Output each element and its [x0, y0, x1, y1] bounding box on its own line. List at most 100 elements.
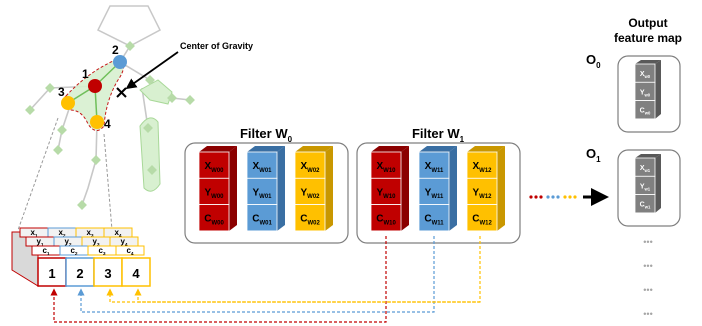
filter-w0-col2-cell2-label: CW02 — [300, 214, 320, 227]
input-label-mid_labels-4: y4 — [120, 237, 127, 248]
filter-w1-col1-cell1-label-letter: Y — [425, 187, 432, 198]
input-cell-number-3: 3 — [104, 266, 111, 281]
filter-w1-col1-cell0-label-letter: X — [425, 161, 432, 172]
output-ellipsis-2: ••• — [643, 261, 652, 271]
filter-w0-title: Filter W0 — [240, 126, 293, 144]
input-label-low_labels-1-letter: c — [42, 246, 47, 255]
output-map-o0-cell1-label-sub: w0 — [644, 92, 651, 97]
output-map-o1-cell1-label-letter: Y — [640, 183, 645, 190]
joint-label-1: 1 — [82, 67, 89, 81]
filter-w0-col1-cell0 — [246, 151, 278, 179]
filter-w0-col2-side — [325, 146, 333, 231]
output-map-o1-side — [655, 154, 661, 213]
filter-w0-col1-cell1-label-sub: W01 — [259, 194, 272, 200]
cog-pointer-arrow — [125, 51, 179, 90]
output-map-o0-cell2-label-sub: w0 — [644, 111, 651, 116]
filter-w1-col0-cell0-label-sub: W10 — [383, 168, 396, 174]
filter-w0-col1-cell2-label: CW01 — [252, 214, 272, 227]
input-cell-number-2: 2 — [76, 266, 83, 281]
output-map-o1-cell1-label-sub: w1 — [644, 186, 651, 191]
filter-w0-col1-cell0-label-letter: X — [252, 161, 259, 172]
input-label-low_labels-4-sub: 4 — [131, 251, 134, 257]
filter-w0-col0-cell2-label: CW00 — [204, 214, 224, 227]
input-label-top_labels-3-letter: x — [86, 228, 91, 237]
input-label-mid_labels-1: y1 — [36, 237, 43, 248]
input-label-low_labels-3-sub: 3 — [103, 251, 106, 257]
filter-w0-col1-cell1 — [246, 177, 278, 206]
skeleton-highlight-arm — [139, 79, 173, 105]
filter-w1-col0-cell1 — [370, 177, 402, 206]
filter-w1-col1-cell1 — [418, 177, 450, 206]
joint-4 — [90, 115, 104, 129]
filter-w0-col1-cell1-label: YW01 — [252, 187, 272, 200]
filter-w1-col2-top — [467, 146, 505, 152]
joint-label-2: 2 — [112, 43, 119, 57]
filter-w1-col0-cell2 — [370, 204, 402, 232]
filter-w1-col0-cell1-label-sub: W10 — [383, 194, 396, 200]
output-map-o1-label-text: O — [586, 146, 596, 161]
filter-w0-col1-cell2 — [246, 204, 278, 232]
input-label-low_labels-2-letter: c — [70, 246, 75, 255]
filter-w1-col2-cell0-label: XW12 — [472, 161, 492, 174]
filter-w0-col0-cell2 — [198, 204, 230, 232]
filter-w1-col1-top — [419, 146, 457, 152]
filter-w0-col0-cell2-label-letter: C — [204, 214, 211, 225]
filter-w0-col1-cell2-label-letter: C — [252, 214, 259, 225]
output-map-o1-cell1-label: Yw1 — [640, 183, 651, 191]
filter-w1-col2-side — [497, 146, 505, 231]
input-label-low_labels-1: c1 — [42, 246, 49, 257]
output-map-o0-cell2-label-letter: C — [640, 108, 645, 115]
filter-w0-col0-cell0-label: XW00 — [204, 161, 224, 174]
filter-w1-col2-cell1-label-sub: W12 — [479, 194, 492, 200]
input-label-mid_labels-4-letter: y — [120, 237, 125, 246]
joint-3 — [61, 96, 75, 110]
output-map-o1-cell0-label-letter: X — [640, 165, 645, 172]
input-label-low_labels-3-letter: c — [98, 246, 103, 255]
filter-w0-col0-cell1-label-sub: W00 — [211, 194, 224, 200]
center-of-gravity-mark — [116, 87, 127, 98]
filter-w1-col2-cell0-label-sub: W12 — [479, 168, 492, 174]
input-label-top_labels-2-letter: x — [58, 228, 63, 237]
output-map-o0-cell2 — [634, 100, 656, 120]
filter-to-output-connector — [529, 188, 609, 206]
feedback-paths — [50, 236, 481, 323]
output-map-o0-cell0-label: Xw0 — [640, 71, 651, 79]
filter-w1-col1-cell0-label-sub: W11 — [431, 168, 444, 174]
filter-w0-col1-side — [277, 146, 285, 231]
output-title-line1: Output — [628, 16, 667, 30]
filter-w1-col1-cell0-label: XW11 — [425, 161, 444, 174]
filter-w1-col0-cell0-label-letter: X — [376, 161, 383, 172]
input-cell-number-1: 1 — [48, 266, 55, 281]
output-map-o1-cell0-label: Xw1 — [640, 165, 651, 173]
filter-w0-col2-top — [295, 146, 333, 152]
filter-w0-col2-cell1 — [294, 177, 326, 206]
input-label-mid_labels-2-sub: 2 — [69, 242, 72, 248]
output-map-o1-top — [635, 154, 661, 158]
input-cell-2 — [65, 257, 95, 287]
output-map-o1-cell0-label-sub: w1 — [644, 168, 651, 173]
input-label-mid_labels-3-letter: y — [92, 237, 97, 246]
filter-w1-col0-cell2-label-sub: W10 — [383, 220, 396, 226]
filter-w0-col0-cell1-label: YW00 — [204, 187, 224, 200]
filter-w0-col0-side — [229, 146, 237, 231]
output-title-line2: feature map — [614, 31, 682, 45]
output-map-o1-cell2-label-letter: C — [640, 202, 645, 209]
filter-w1-col0-cell2-label: CW10 — [376, 214, 396, 227]
input-label-top_labels-3-sub: 3 — [91, 233, 94, 239]
filter-w0-col0-cell1-label-letter: Y — [204, 187, 211, 198]
input-label-mid_labels-1-sub: 1 — [41, 242, 44, 248]
joint-2 — [113, 55, 127, 69]
filter-w1-col1-cell1-label-sub: W11 — [431, 194, 444, 200]
filter-w1-col0-cell1-label-letter: Y — [376, 187, 383, 198]
input-label-top_labels-1: x1 — [30, 228, 37, 239]
output-map-o0-top — [635, 60, 661, 64]
filter-w0-col2-cell1-label-letter: Y — [300, 187, 307, 198]
skeleton-figure: 1 2 3 4 Center of Gravity — [25, 5, 253, 210]
skeleton-highlight-leg — [139, 117, 161, 192]
filter-w1-col0-side — [401, 146, 409, 231]
filter-w0-col2-cell1-label-sub: W02 — [307, 194, 320, 200]
